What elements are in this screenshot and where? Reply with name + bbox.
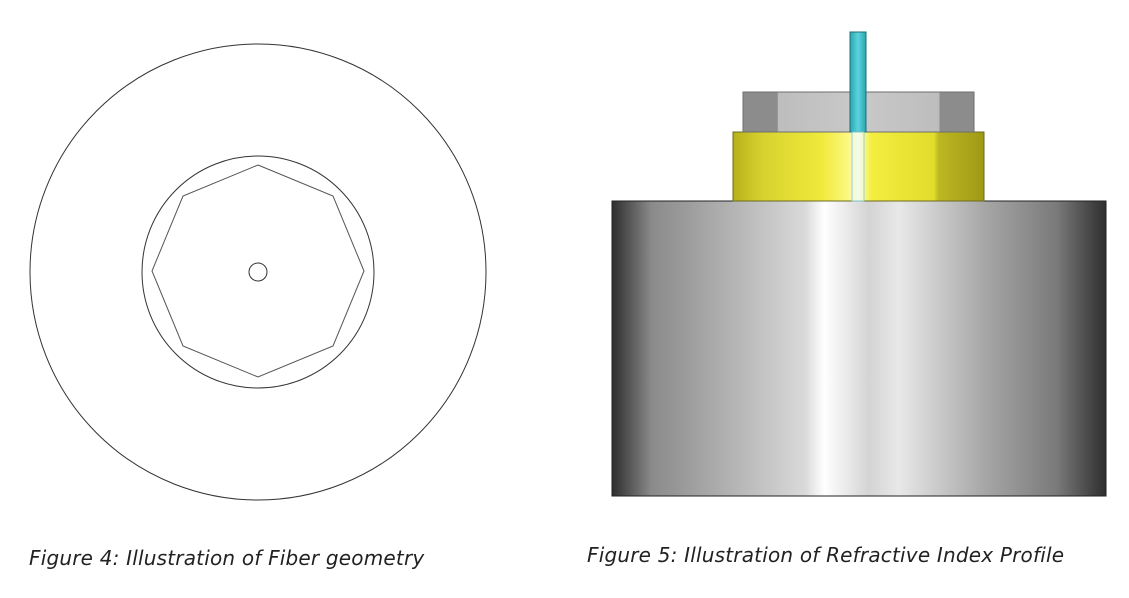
refractive-index-profile-diagram: [611, 31, 1107, 497]
fiber-core-circle: [248, 262, 268, 282]
fiber-core-rod: [849, 31, 867, 133]
outer-cladding-circle: [29, 43, 487, 501]
inner-cladding-circle: [141, 155, 375, 389]
octagon-inner-cladding: [151, 164, 365, 378]
figure-4-caption: Figure 4: Illustration of Fiber geometry: [29, 546, 425, 570]
figure-5-caption: Figure 5: Illustration of Refractive Ind…: [587, 543, 1065, 567]
fiber-geometry-diagram: [29, 43, 487, 501]
base-cylinder: [611, 200, 1107, 497]
fiber-core-trace: [851, 131, 865, 202]
